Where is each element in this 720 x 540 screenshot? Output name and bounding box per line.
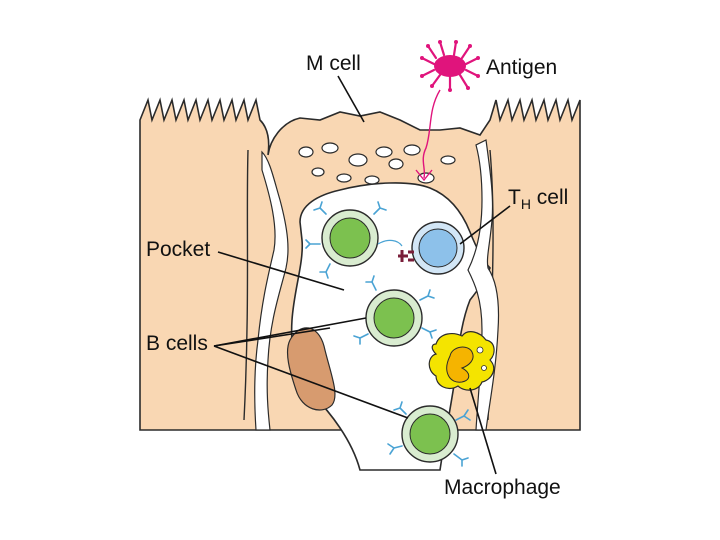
m-cell-vesicle: [311, 167, 325, 177]
m-cell-vesicle: [336, 173, 352, 183]
antigen: [415, 40, 480, 182]
m-cell-vesicle: [298, 146, 314, 158]
interaction-arrow: [377, 239, 403, 247]
m-cell-vesicle: [403, 144, 421, 156]
label-macrophage: Macrophage: [444, 476, 561, 499]
mhc-tcr-complex: [377, 239, 414, 262]
m-cell-vesicle: [364, 175, 380, 185]
label-th-suffix: cell: [531, 186, 568, 209]
arrowhead-icon: [415, 169, 433, 182]
m-cell-vesicle: [440, 155, 456, 165]
antibody-icon: [353, 275, 437, 345]
antibody-icon: [305, 201, 387, 279]
leader-b-cell-2: [213, 327, 331, 347]
leader-m-cell: [337, 75, 365, 123]
leader-b-cell-3: [213, 345, 409, 419]
label-th-sub: H: [521, 196, 531, 212]
label-antigen: Antigen: [486, 56, 557, 79]
macrophage-nucleus: [446, 346, 474, 383]
label-b-cells: B cells: [146, 332, 208, 355]
cell-boundary-left: [243, 149, 249, 421]
m-cell-vesicle: [348, 153, 368, 167]
leader-lines: [213, 75, 511, 475]
m-cell-vesicle: [321, 142, 339, 154]
th-cell: [411, 221, 465, 275]
intercellular-gap-left: [254, 150, 289, 431]
leader-th-cell: [459, 205, 511, 245]
m-cell-vesicle: [375, 146, 393, 158]
label-th-main: T: [508, 186, 521, 209]
antibody-icon: [387, 401, 471, 467]
m-cell-vesicle: [388, 158, 404, 170]
label-pocket: Pocket: [146, 238, 210, 261]
leader-pocket: [217, 251, 345, 291]
b-cell: [387, 401, 471, 467]
antigen-icon: [420, 40, 480, 92]
antigen-transport-arrow: [422, 89, 441, 179]
label-m-cell: M cell: [306, 52, 361, 75]
label-th-cell: TH cell: [508, 186, 568, 212]
b-cell: [305, 201, 387, 279]
macrophage: [428, 331, 495, 391]
leader-macrophage: [469, 387, 497, 475]
